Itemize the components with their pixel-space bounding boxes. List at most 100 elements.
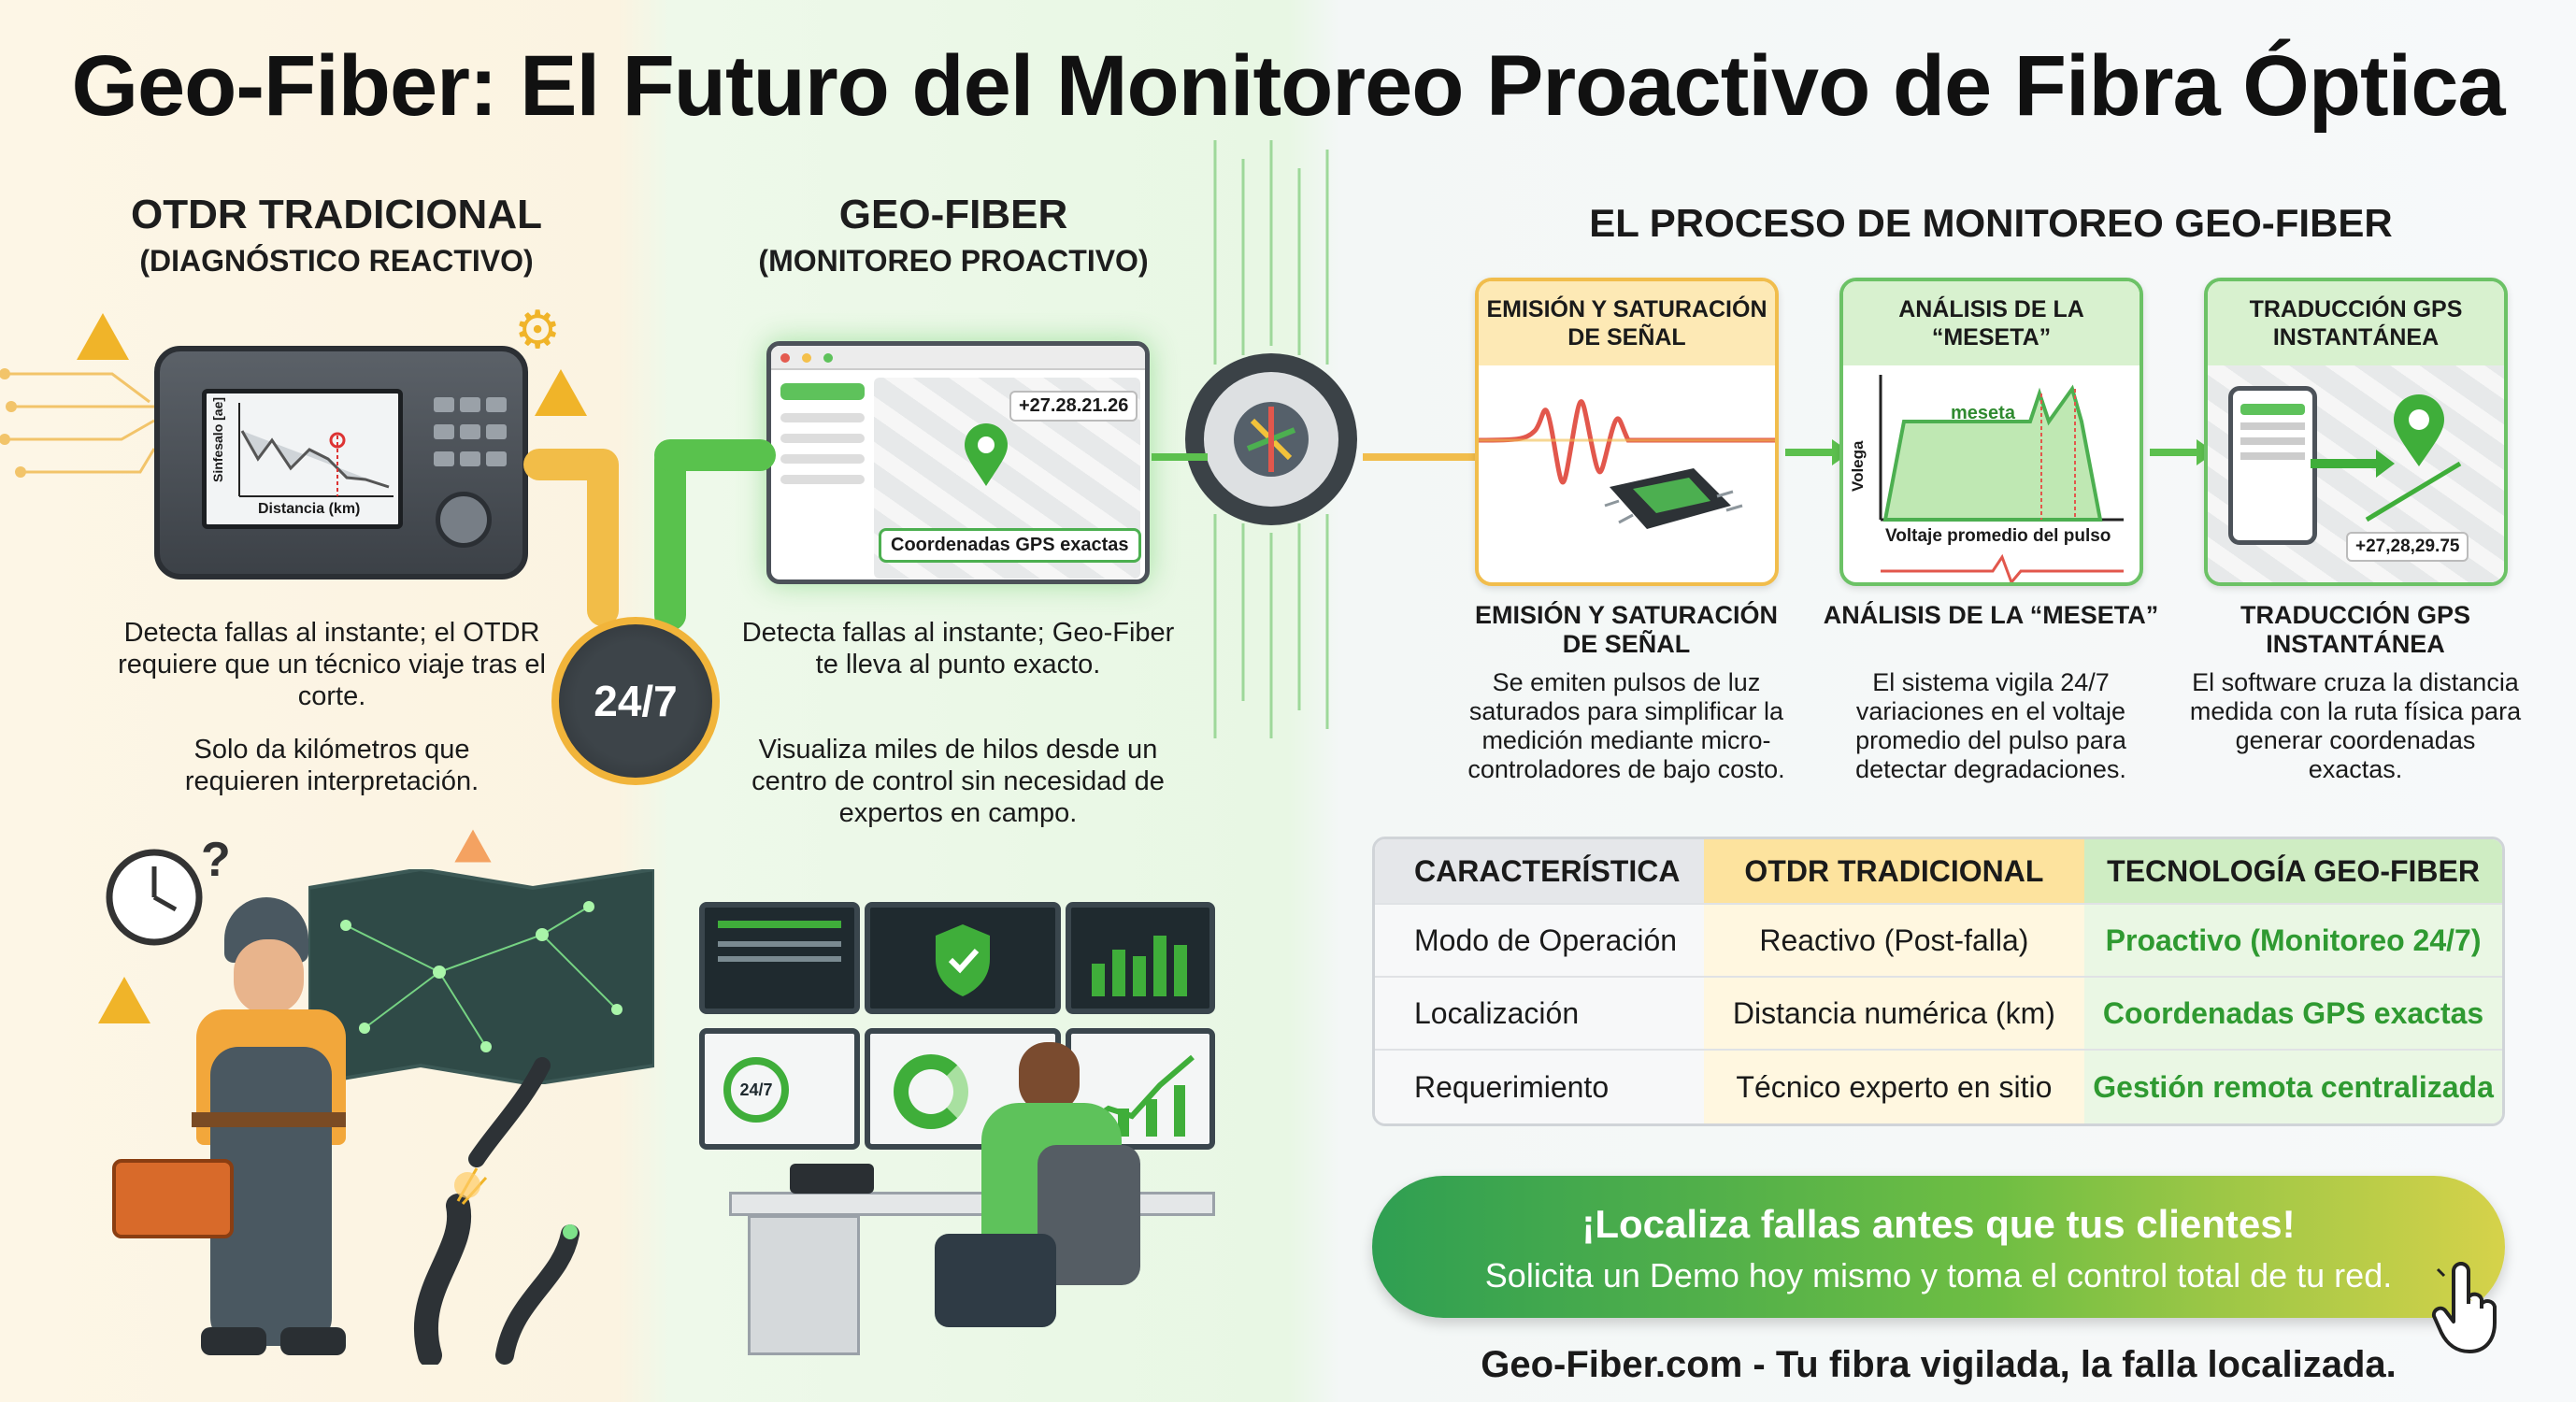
geofiber-heading: GEO-FIBER (838, 192, 1068, 237)
cta-subline: Solicita un Demo hoy mismo y toma el con… (1484, 1256, 2393, 1295)
process-card-title: TRADUCCIÓN GPS INSTANTÁNEA (2208, 281, 2504, 365)
geofiber-desc-1: Detecta fallas al instante; Geo-Fiber te… (741, 618, 1175, 680)
table-cell: Requerimiento (1375, 1051, 1704, 1123)
green-pipe-vertical (654, 444, 686, 631)
dashboard-sidebar (780, 383, 865, 570)
badge-24-7: 24/7 (551, 617, 720, 785)
operator-head (1019, 1042, 1080, 1112)
table-cell: Localización (1375, 978, 1704, 1051)
plateau-graph (1879, 375, 2124, 582)
desk-drawer (748, 1215, 860, 1355)
process-arrow (1785, 439, 1851, 465)
monitor-24-7-badge: 24/7 (723, 1057, 789, 1123)
desk (729, 1192, 1215, 1216)
otdr-heading: OTDR TRADICIONAL (131, 192, 542, 237)
footer-tagline: Geo-Fiber.com - Tu fibra vigilada, la fa… (1481, 1344, 2397, 1385)
table-header: TECNOLOGÍA GEO-FIBER (2084, 839, 2502, 905)
table-cell: Técnico experto en sitio (1703, 1051, 2085, 1123)
comparison-table: CARACTERÍSTICA OTDR TRADICIONAL TECNOLOG… (1372, 837, 2505, 1126)
operator-legs (935, 1234, 1056, 1327)
gps-coordinates-readout: +27,28,29.75 (2346, 532, 2469, 562)
worker-head (234, 939, 304, 1014)
process-step-title: TRADUCCIÓN GPS INSTANTÁNEA (2240, 601, 2470, 658)
table-cell: Proactivo (Monitoreo 24/7) (2084, 905, 2502, 978)
plateau-graph-xlabel: Voltaje promedio del pulso (1885, 526, 2111, 546)
green-pipe (654, 439, 776, 471)
shield-check-icon (936, 924, 990, 996)
gps-exact-label: Coordenadas GPS exactas (879, 528, 1141, 563)
otdr-screen: Sinfesalo [ae] Distancia (km) (202, 389, 403, 529)
otdr-desc-1: Detecta fallas al instante; el OTDR requ… (118, 618, 546, 711)
geofiber-heading-block: GEO-FIBER (MONITOREO PROACTIVO) (692, 192, 1215, 279)
table-cell: Coordenadas GPS exactas (2084, 978, 2502, 1051)
cta-demo-button[interactable]: ¡Localiza fallas antes que tus clientes!… (1372, 1176, 2505, 1318)
warning-icon (77, 313, 129, 360)
broken-fiber-cable (413, 1057, 580, 1365)
otdr-knob (436, 492, 492, 548)
monitor (699, 902, 860, 1014)
worker-belt (192, 1112, 346, 1127)
cta-headline: ¡Localiza fallas antes que tus clientes! (1581, 1202, 2296, 1246)
table-row: Localización Distancia numérica (km) Coo… (1375, 978, 2502, 1051)
process-card-title: ANÁLISIS DE LA “MESETA” (1843, 281, 2140, 365)
process-card-title: EMISIÓN Y SATURACIÓN DE SEÑAL (1479, 281, 1775, 365)
warning-icon (535, 369, 587, 416)
otdr-heading-block: OTDR TRADICIONAL (DIAGNÓSTICO REACTIVO) (75, 192, 598, 279)
chip-icon (1604, 468, 1743, 529)
pulse-signal-graphic (1479, 399, 1775, 529)
worker-boot (201, 1327, 266, 1355)
table-cell: Modo de Operación (1375, 905, 1704, 978)
hand-pointer-icon (2431, 1262, 2497, 1353)
process-step-desc: El software cruza la distancia medida co… (2189, 668, 2522, 783)
geofiber-dashboard-window: +27.28.21.26 Coordenadas GPS exactas (766, 341, 1150, 584)
plateau-graph-ylabel: Volega (1849, 440, 1867, 492)
monitor (865, 902, 1061, 1014)
process-heading: EL PROCESO DE MONITOREO GEO-FIBER (1589, 201, 2393, 245)
plateau-graph-peak-label: meseta (1951, 403, 2015, 423)
table-cell: Distancia numérica (km) (1703, 978, 2085, 1051)
table-header: OTDR TRADICIONAL (1703, 839, 2085, 905)
process-card-gps: TRADUCCIÓN GPS INSTANTÁNEA +27,28,29.75 (2204, 278, 2508, 586)
otdr-desc-2: Solo da kilómetros que requieren interpr… (184, 735, 479, 796)
table-cell: Gestión remota centralizada (2084, 1051, 2502, 1123)
monitor: 24/7 (699, 1028, 860, 1150)
process-arrow (2150, 439, 2215, 465)
circuit-lines-decoration (0, 368, 156, 478)
gps-pin-icon (2394, 394, 2444, 466)
question-icon: ? (201, 833, 231, 887)
otdr-trace-chart (238, 403, 394, 497)
process-step-desc: Se emiten pulsos de luz saturados para s… (1467, 668, 1785, 783)
table-header: CARACTERÍSTICA (1375, 839, 1704, 905)
gear-icon: ⚙ (514, 300, 562, 359)
gps-pin-icon (965, 423, 1008, 486)
gps-coordinates-readout: +27.28.21.26 (1009, 391, 1138, 422)
process-step-title: EMISIÓN Y SATURACIÓN DE SEÑAL (1474, 601, 1779, 658)
warning-icon (98, 977, 150, 1023)
yellow-pipe-vertical (587, 449, 619, 626)
table-row: Modo de Operación Reactivo (Post-falla) … (1375, 905, 2502, 978)
process-step-desc: El sistema vigila 24/7 variaciones en el… (1855, 668, 2126, 783)
otdr-keypad (431, 393, 515, 475)
toolbox (112, 1159, 234, 1238)
otdr-chart-xlabel: Distancia (km) (258, 501, 361, 517)
process-step-title: ANÁLISIS DE LA “MESETA” (1823, 601, 2159, 629)
table-cell: Reactivo (Post-falla) (1703, 905, 2085, 978)
otdr-subheading: (DIAGNÓSTICO REACTIVO) (139, 244, 534, 278)
monitor (1066, 902, 1215, 1014)
desk-device (790, 1164, 874, 1194)
otdr-chart-ylabel: Sinfesalo [ae] (210, 396, 225, 482)
worker-boot (280, 1327, 346, 1355)
table-header-row: CARACTERÍSTICA OTDR TRADICIONAL TECNOLOG… (1375, 839, 2502, 905)
clock-icon (106, 849, 203, 946)
arrow-connector (1152, 453, 1208, 461)
warning-icon (454, 829, 492, 863)
table-row: Requerimiento Técnico experto en sitio G… (1375, 1051, 2502, 1123)
browser-titlebar (771, 346, 1145, 370)
fiber-cable-icon (1185, 140, 1357, 738)
process-card-plateau: ANÁLISIS DE LA “MESETA” Volega meseta Vo… (1839, 278, 2143, 586)
geofiber-desc-2: Visualiza miles de hilos desde un centro… (751, 735, 1165, 828)
otdr-device: Sinfesalo [ae] Distancia (km) (154, 346, 528, 579)
network-map (308, 869, 654, 1084)
page-title: Geo-Fiber: El Futuro del Monitoreo Proac… (71, 38, 2505, 134)
arrow-connector (1363, 453, 1475, 461)
